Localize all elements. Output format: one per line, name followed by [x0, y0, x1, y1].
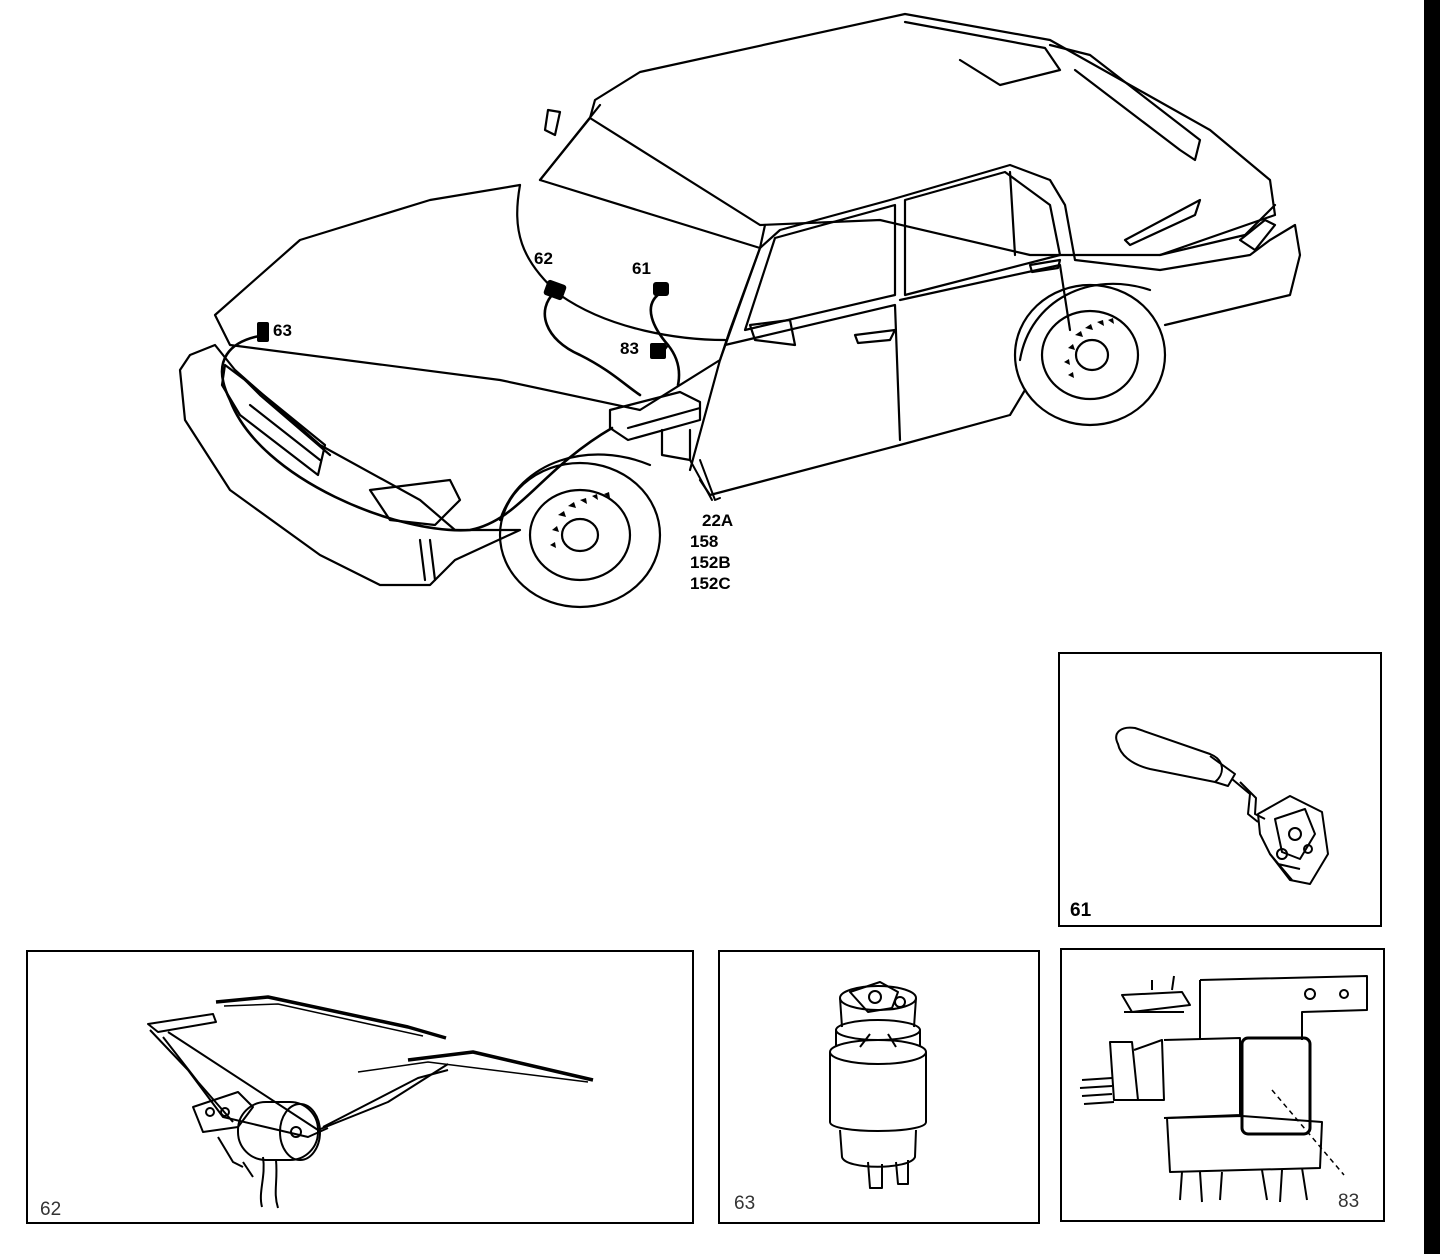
front-bumper: [178, 343, 522, 587]
front-door: [743, 203, 897, 332]
front-wheel: [498, 461, 662, 609]
car-hood: [213, 183, 762, 412]
marker-83: [650, 343, 666, 359]
relay-drawing: [1079, 975, 1368, 1203]
callout-152c: 152C: [690, 574, 731, 593]
callout-61: 61: [632, 259, 651, 278]
detail-panel-63: 63: [718, 950, 1040, 1224]
panel-63-label: 63: [734, 1193, 756, 1214]
rear-wheel: [1013, 283, 1167, 427]
rear-door: [903, 170, 1062, 297]
door-handle-front: [853, 328, 897, 345]
callout-stack: 22A 158 152B 152C: [690, 510, 733, 594]
wiper-switch-drawing: [1115, 726, 1329, 885]
callout-22a: 22A: [702, 511, 734, 530]
panel-61-label: 61: [1070, 900, 1092, 921]
detail-panel-83: 83: [1060, 948, 1385, 1222]
car-diagram: [178, 12, 1302, 609]
detail-panel-62: 62: [26, 950, 694, 1224]
relay-box: [608, 390, 702, 442]
car-roof: [588, 12, 1277, 257]
side-mirror: [748, 318, 797, 347]
callout-83: 83: [620, 339, 639, 358]
door-handle-rear: [1028, 258, 1062, 274]
callout-152b: 152B: [690, 553, 731, 572]
detail-panel-61: 61: [1058, 652, 1382, 927]
callout-158: 158: [690, 532, 719, 551]
marker-63: [257, 322, 269, 342]
washer-pump-drawing: [829, 981, 927, 1189]
panel-62-label: 62: [40, 1199, 62, 1220]
headlight: [368, 478, 462, 527]
callout-63: 63: [273, 321, 292, 340]
rear-spoiler: [1048, 43, 1202, 162]
marker-62: [543, 279, 567, 301]
callout-62: 62: [534, 249, 553, 268]
marker-61: [653, 282, 669, 296]
wire-harness: [220, 333, 614, 532]
panel-83-label: 83: [1338, 1191, 1360, 1212]
car-side: [718, 163, 1302, 362]
wiper-motor-drawing: [147, 995, 594, 1209]
right-edge-bar: [1424, 0, 1440, 1254]
